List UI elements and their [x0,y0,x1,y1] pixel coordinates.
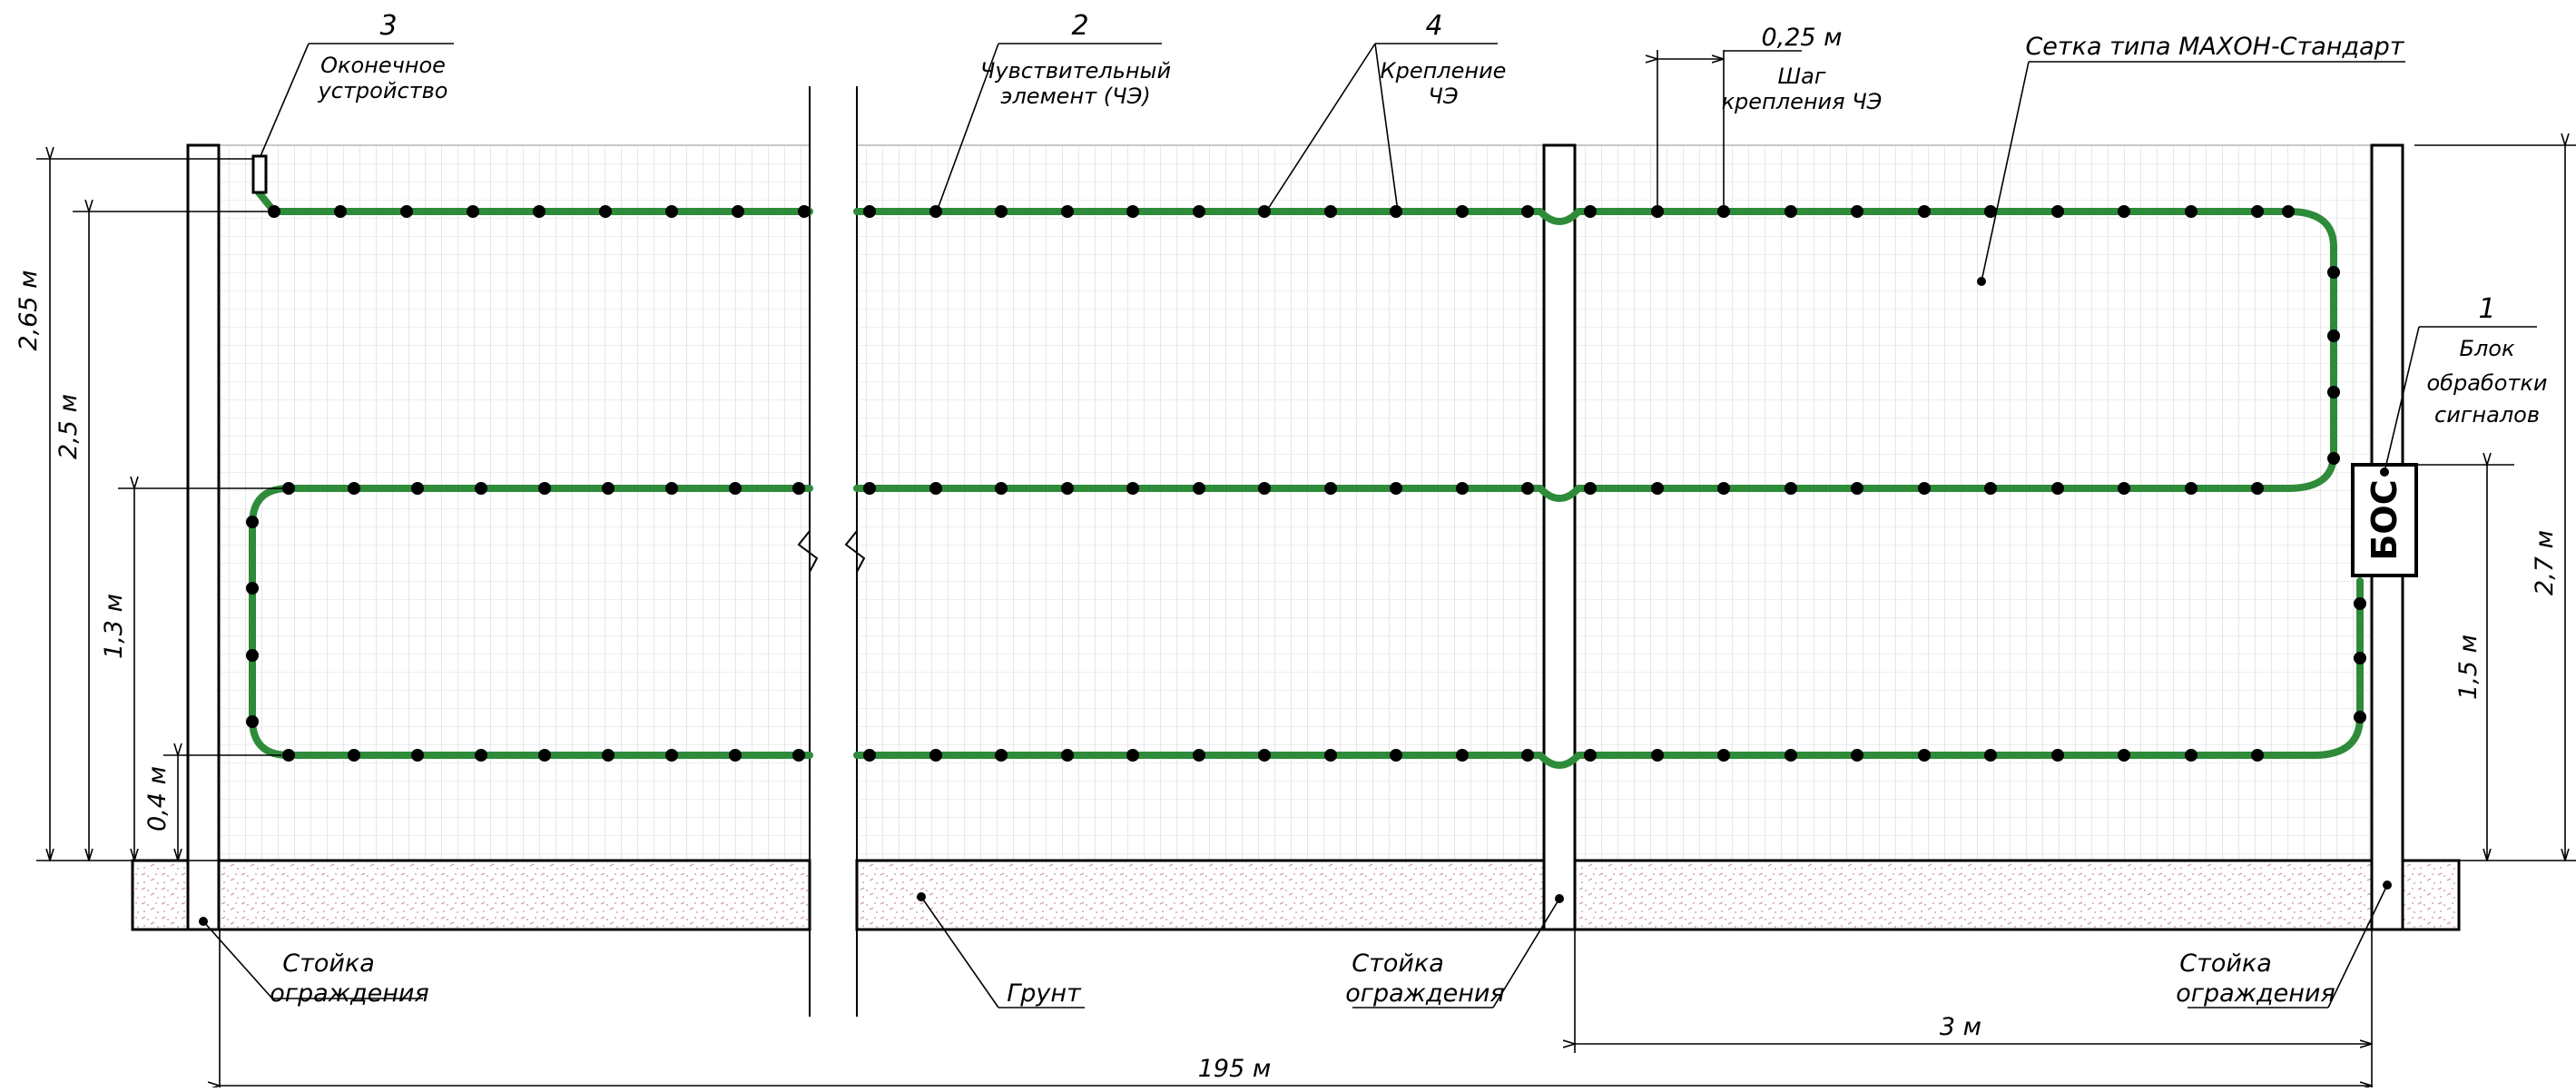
bos-unit: БОС [2351,463,2418,577]
post-middle-label-1: Стойка [1352,949,1444,978]
ground-label: Грунт [1007,979,1082,1008]
step-label-2: крепления ЧЭ [1722,89,1883,114]
sensor-number: 2 [1071,10,1088,42]
mesh-label: Сетка типа МАХОН-Стандарт [2025,33,2404,61]
unit-label-3: сигналов [2434,402,2540,428]
bos-unit-label: БОС [2365,479,2404,560]
post-right-label-1: Стойка [2179,949,2272,978]
unit-label-2: обработки [2427,370,2548,396]
dim-span-total: 195 м [1198,1055,1272,1083]
unit-number: 1 [2478,293,2495,325]
dim-h-upper: 2,5 м [54,394,83,459]
post-middle-label-2: ограждения [1345,979,1504,1008]
step-label-1: Шаг [1778,64,1826,89]
terminal-device [251,154,268,194]
unit-label-1: Блок [2460,336,2515,361]
sensor-label-1: Чувствительный [980,58,1171,84]
mount-label-2: ЧЭ [1428,84,1458,109]
dim-h-bos: 1,5 м [2454,635,2483,700]
post-left-label-2: ограждения [270,979,428,1008]
mount-points [246,205,2366,762]
dim-h-right-total: 2,7 м [2531,530,2559,595]
fence-post-middle [1542,143,1577,931]
terminal-label-2: устройство [318,78,448,103]
dim-h-lower: 0,4 м [143,766,172,831]
terminal-label-1: Оконечное [320,53,446,78]
mesh-panel-right [857,145,2384,861]
mesh-panel-left [220,145,810,861]
post-right-label-2: ограждения [2176,979,2335,1008]
break-lines [797,86,866,1017]
fence-post-left [186,143,221,931]
dim-span-post: 3 м [1940,1013,1981,1041]
sensor-label-2: элемент (ЧЭ) [1000,84,1150,109]
dim-h-top: 2,65 м [15,270,43,350]
step-value: 0,25 м [1761,24,1842,52]
mount-label-1: Крепление [1381,58,1507,84]
dim-h-middle: 1,3 м [100,594,128,659]
post-left-label-1: Стойка [282,949,375,978]
terminal-number: 3 [379,10,397,42]
ground [131,859,2461,931]
mount-number: 4 [1425,10,1442,42]
